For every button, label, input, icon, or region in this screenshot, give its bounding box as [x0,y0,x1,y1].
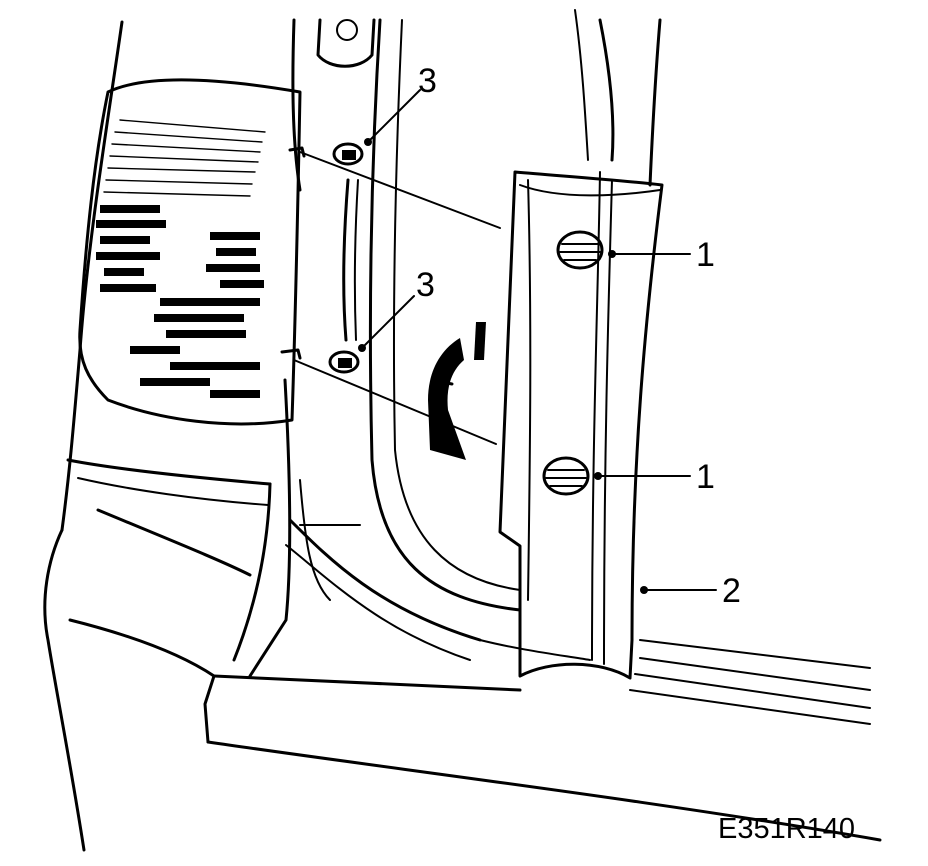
upper-clip-icon [288,142,364,166]
car-body [43,9,882,852]
figure-code: E351R140 [718,813,855,845]
lower-clip-icon [280,348,360,374]
lower-fastener-icon [542,456,590,496]
tail-light [78,78,302,426]
callout-label-upper-clip: 3 [418,62,437,100]
callout-label-lower-fastener: 1 [696,458,715,496]
callout-label-lower-clip: 3 [416,266,435,304]
guide-lines [293,151,501,445]
callout-label-trim-panel: 2 [722,572,741,610]
removal-arrow-icon [428,322,486,460]
upper-fastener-icon [556,230,604,270]
trim-panel [498,170,664,680]
callout-label-upper-fastener: 1 [696,236,715,274]
leader-lines [358,89,717,594]
